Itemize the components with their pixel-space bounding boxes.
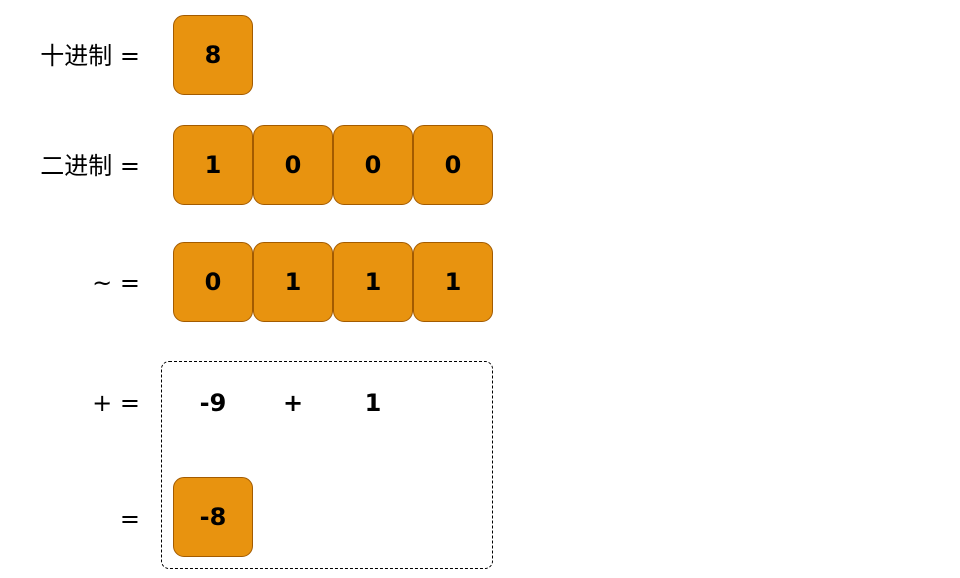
addition-group-box bbox=[161, 361, 493, 569]
binary-bit-cell: 0 bbox=[253, 125, 333, 205]
decimal-cell: 8 bbox=[173, 15, 253, 95]
inverted-label: ~ = bbox=[92, 269, 140, 297]
add-left-operand: -9 bbox=[199, 389, 227, 417]
binary-label: 二进制 = bbox=[40, 152, 140, 180]
add-label: + = bbox=[92, 389, 140, 417]
inverted-bit-cell: 1 bbox=[413, 242, 493, 322]
result-cell: -8 bbox=[173, 477, 253, 557]
result-label: = bbox=[119, 505, 140, 533]
inverted-bit-cell: 0 bbox=[173, 242, 253, 322]
decimal-label: 十进制 = bbox=[40, 42, 140, 70]
inverted-bit-cell: 1 bbox=[333, 242, 413, 322]
add-right-operand: 1 bbox=[364, 389, 382, 417]
binary-bit-cell: 1 bbox=[173, 125, 253, 205]
binary-bit-cell: 0 bbox=[413, 125, 493, 205]
binary-bit-cell: 0 bbox=[333, 125, 413, 205]
inverted-bit-cell: 1 bbox=[253, 242, 333, 322]
add-operator: + bbox=[282, 389, 304, 417]
